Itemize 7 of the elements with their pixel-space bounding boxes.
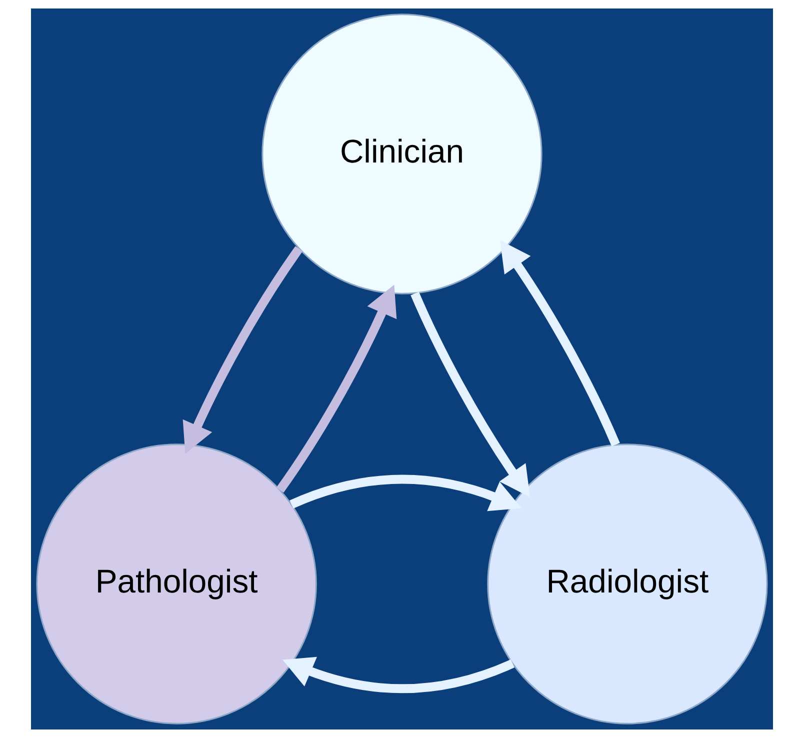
arrow xyxy=(500,240,620,446)
arrow xyxy=(276,284,396,493)
arrow xyxy=(182,246,302,454)
arrow xyxy=(410,292,530,498)
node-circle: Clinician xyxy=(261,14,542,294)
arrow xyxy=(282,656,514,694)
arrow xyxy=(289,474,521,512)
